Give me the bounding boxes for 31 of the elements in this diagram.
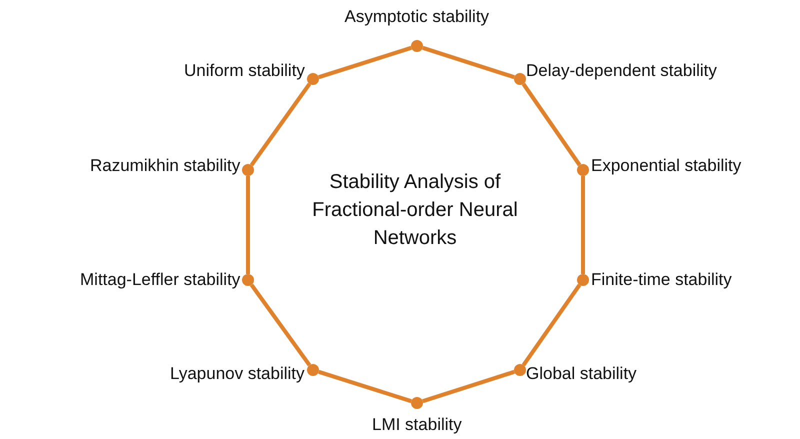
vertex-dot (242, 164, 254, 176)
center-title: Stability Analysis of Fractional-order Neural Networks (311, 170, 519, 251)
vertex-dot (307, 73, 319, 85)
connector-line (246, 176, 250, 274)
vertex-dot (514, 364, 526, 376)
connector-line (318, 46, 412, 80)
vertex-label: Uniform stability (184, 61, 305, 81)
vertex-label: Lyapunov stability (170, 364, 305, 384)
vertex-label: Mittag-Leffler stability (80, 270, 240, 290)
connector-line (581, 176, 585, 274)
vertex-label: Delay-dependent stability (526, 61, 717, 81)
vertex-label: Razumikhin stability (90, 156, 240, 176)
connector-line (422, 370, 515, 404)
connector-line (522, 284, 582, 366)
vertex-dot (411, 397, 423, 409)
vertex-label: Asymptotic stability (344, 7, 490, 27)
vertex-dot (577, 274, 589, 286)
connector-line (522, 82, 582, 166)
vertex-label: Global stability (526, 364, 637, 384)
vertex-dot (577, 164, 589, 176)
vertex-label: Finite-time stability (591, 270, 732, 290)
connector-line (422, 46, 515, 80)
vertex-dot (307, 364, 319, 376)
connector-line (250, 284, 312, 366)
vertex-dot (242, 274, 254, 286)
vertex-label: LMI stability (372, 415, 462, 435)
connector-line (318, 370, 412, 404)
connector-line (250, 82, 312, 166)
vertex-dot (411, 40, 423, 52)
vertex-label: Exponential stability (591, 156, 742, 176)
vertex-dot (514, 73, 526, 85)
